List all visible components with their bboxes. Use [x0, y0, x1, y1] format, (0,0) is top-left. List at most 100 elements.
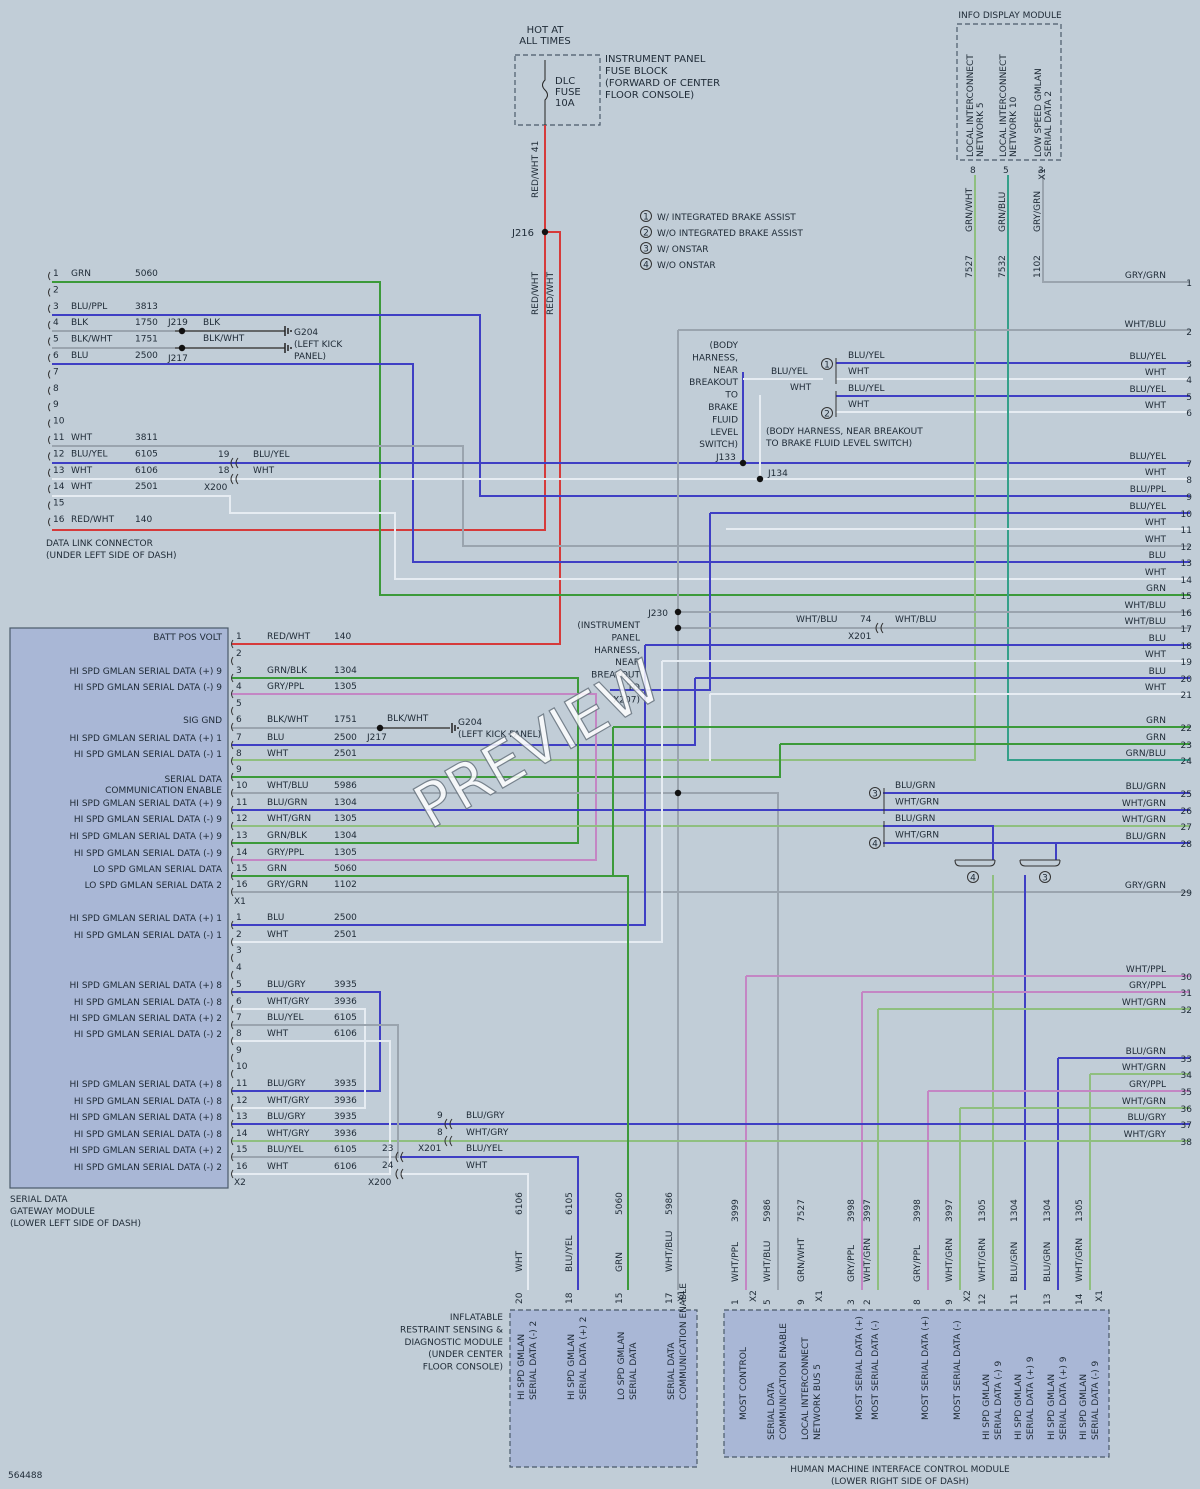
gateway-circuit: 3935 — [334, 980, 357, 990]
fuse-block-name: FLOOR CONSOLE) — [605, 90, 694, 101]
gateway-pin-label: HI SPD GMLAN SERIAL DATA (+) 9 — [70, 667, 223, 677]
x200-pin: 19 — [218, 450, 230, 460]
dlc-pin — [48, 337, 51, 346]
wire-blu-ppl-3813 — [52, 314, 1190, 497]
gateway-wire-color: BLU/GRY — [267, 1112, 306, 1122]
right-wire-number: 6 — [1186, 409, 1192, 419]
gateway-wire-color: GRY/PPL — [267, 682, 304, 692]
dlc-pin-number: 7 — [53, 367, 59, 377]
idm-wire-color: GRN/WHT — [965, 187, 975, 232]
hmi-pin: 9 — [797, 1299, 807, 1305]
gateway-pin-label: HI SPD GMLAN SERIAL DATA (+) 8 — [70, 1080, 223, 1090]
dlc-pin-number: 6 — [53, 351, 59, 361]
gateway-pin-label: HI SPD GMLAN SERIAL DATA (+) 2 — [70, 1014, 222, 1024]
right-wire-color: WHT/GRN — [1122, 815, 1166, 825]
gateway-circuit: 6105 — [334, 1145, 357, 1155]
gateway-circuit: 6105 — [334, 1013, 357, 1023]
right-wire-number: 10 — [1181, 510, 1193, 520]
hmi-title: HUMAN MACHINE INTERFACE CONTROL MODULE — [790, 1465, 1010, 1475]
hmi-title: (LOWER RIGHT SIDE OF DASH) — [831, 1477, 969, 1487]
x201-connector — [395, 1168, 404, 1180]
irsdm-title: DIAGNOSTIC MODULE — [405, 1338, 504, 1348]
wire-wht-2501-dlc — [52, 495, 1190, 580]
gateway-connector: X2 — [234, 1178, 246, 1188]
irsdm-circuit: 6106 — [515, 1192, 525, 1215]
gateway-pin-label: HI SPD GMLAN SERIAL DATA (-) 8 — [74, 1097, 222, 1107]
wire-wht-2501-x2 — [232, 661, 663, 943]
gateway-circuit: 3936 — [334, 997, 357, 1007]
gateway-circuit: 3936 — [334, 1129, 357, 1139]
idm-connector: X1 — [1038, 168, 1048, 180]
body-harness-text: BREAKOUT — [689, 378, 738, 388]
splice-label: J133 — [715, 453, 736, 463]
right-wire-color: BLU/GRN — [1126, 832, 1166, 842]
gateway-pin — [231, 1086, 234, 1096]
opt-wire-label: WHT — [848, 400, 870, 410]
gateway-wire-color: BLU — [267, 913, 284, 923]
gateway-wire-color: GRY/GRN — [267, 880, 308, 890]
dlc-circuit: 2501 — [135, 482, 158, 492]
gateway-wire-color: BLU/GRY — [267, 980, 306, 990]
wire-gry-grn-1102-idm — [1042, 175, 1190, 283]
gateway-wire-color: BLU/YEL — [267, 1145, 304, 1155]
x201-wire: WHT/BLU — [796, 615, 838, 625]
gateway-wire-color: WHT — [267, 749, 289, 759]
x200-pin: 18 — [218, 466, 230, 476]
dlc-pin — [48, 501, 51, 510]
x201-pin: 24 — [382, 1161, 394, 1171]
gateway-pin-number: 8 — [236, 1029, 242, 1039]
fuse-block-name: FUSE BLOCK — [605, 66, 668, 77]
gateway-wire-color: GRN — [267, 864, 287, 874]
dlc-pin-number: 1 — [53, 269, 59, 279]
option-marker — [821, 407, 833, 419]
fuse-symbol — [542, 60, 548, 125]
wire-blu-yel-6105-x2 — [232, 1024, 399, 1158]
dlc-pin-number: 16 — [53, 515, 65, 525]
gateway-pin-number: 9 — [236, 765, 242, 775]
option-marker — [967, 871, 979, 883]
right-wire-number: 15 — [1181, 592, 1192, 602]
ground-wire-label: BLK — [203, 318, 221, 328]
right-wire-color: WHT/GRN — [1122, 1097, 1166, 1107]
hmi-connector: X1 — [815, 1290, 825, 1302]
idm-pin-number: 3 — [1038, 166, 1044, 176]
hmi-pin-label: LOCAL INTERCONNECT — [801, 1337, 811, 1440]
hmi-wire-color: WHT/PPL — [731, 1242, 741, 1282]
dlc-pin — [48, 320, 51, 330]
gateway-pin-label: LO SPD GMLAN SERIAL DATA 2 — [85, 881, 222, 891]
right-wire-number: 26 — [1181, 807, 1193, 817]
gateway-pin-label: HI SPD GMLAN SERIAL DATA (+) 8 — [70, 1113, 223, 1123]
right-wire-number: 34 — [1181, 1071, 1193, 1081]
splice-label: J134 — [767, 469, 788, 479]
legend-text: W/O INTEGRATED BRAKE ASSIST — [657, 229, 803, 239]
hmi-pin: 14 — [1075, 1293, 1085, 1305]
ip-harness-text: TO — [626, 683, 640, 693]
gateway-pin — [231, 1136, 234, 1146]
splice-label: J216 — [511, 228, 534, 239]
dlc-pin-number: 5 — [53, 335, 59, 345]
gateway-wire-color: WHT/GRN — [267, 814, 311, 824]
body-harness-text: LEVEL — [710, 428, 738, 438]
gateway-pin-label: HI SPD GMLAN SERIAL DATA (-) 9 — [74, 849, 222, 859]
x201-pin: 74 — [860, 615, 872, 625]
dlc-wire-color: BLU — [71, 351, 88, 361]
idm-pin-label: LOCAL INTERCONNECT — [999, 54, 1009, 157]
irsdm-wire-color: WHT — [515, 1250, 525, 1272]
right-wire-number: 27 — [1181, 823, 1192, 833]
irsdm-pin-label: SERIAL DATA — [629, 1342, 639, 1400]
gateway-pin — [231, 772, 234, 782]
gateway-pin-label: HI SPD GMLAN SERIAL DATA (-) 2 — [74, 1030, 222, 1040]
x200-connector — [444, 1118, 453, 1130]
ground-desc: PANEL) — [294, 352, 326, 362]
body-harness-text: FLUID — [712, 415, 738, 425]
gateway-pin — [231, 722, 234, 732]
gateway-pin-label: HI SPD GMLAN SERIAL DATA (-) 8 — [74, 1130, 222, 1140]
irsdm-pin-label: COMMUNICATION ENABLE — [679, 1283, 689, 1400]
right-wire-number: 7 — [1186, 460, 1192, 470]
gateway-pin-number: 2 — [236, 649, 242, 659]
dlc-circuit: 1751 — [135, 335, 158, 345]
irsdm-pin-label: SERIAL DATA — [667, 1342, 677, 1400]
x201-pin: 23 — [382, 1144, 393, 1154]
x201-name: X201 — [848, 632, 871, 642]
hmi-wire-color: BLU/GRN — [1010, 1242, 1020, 1282]
